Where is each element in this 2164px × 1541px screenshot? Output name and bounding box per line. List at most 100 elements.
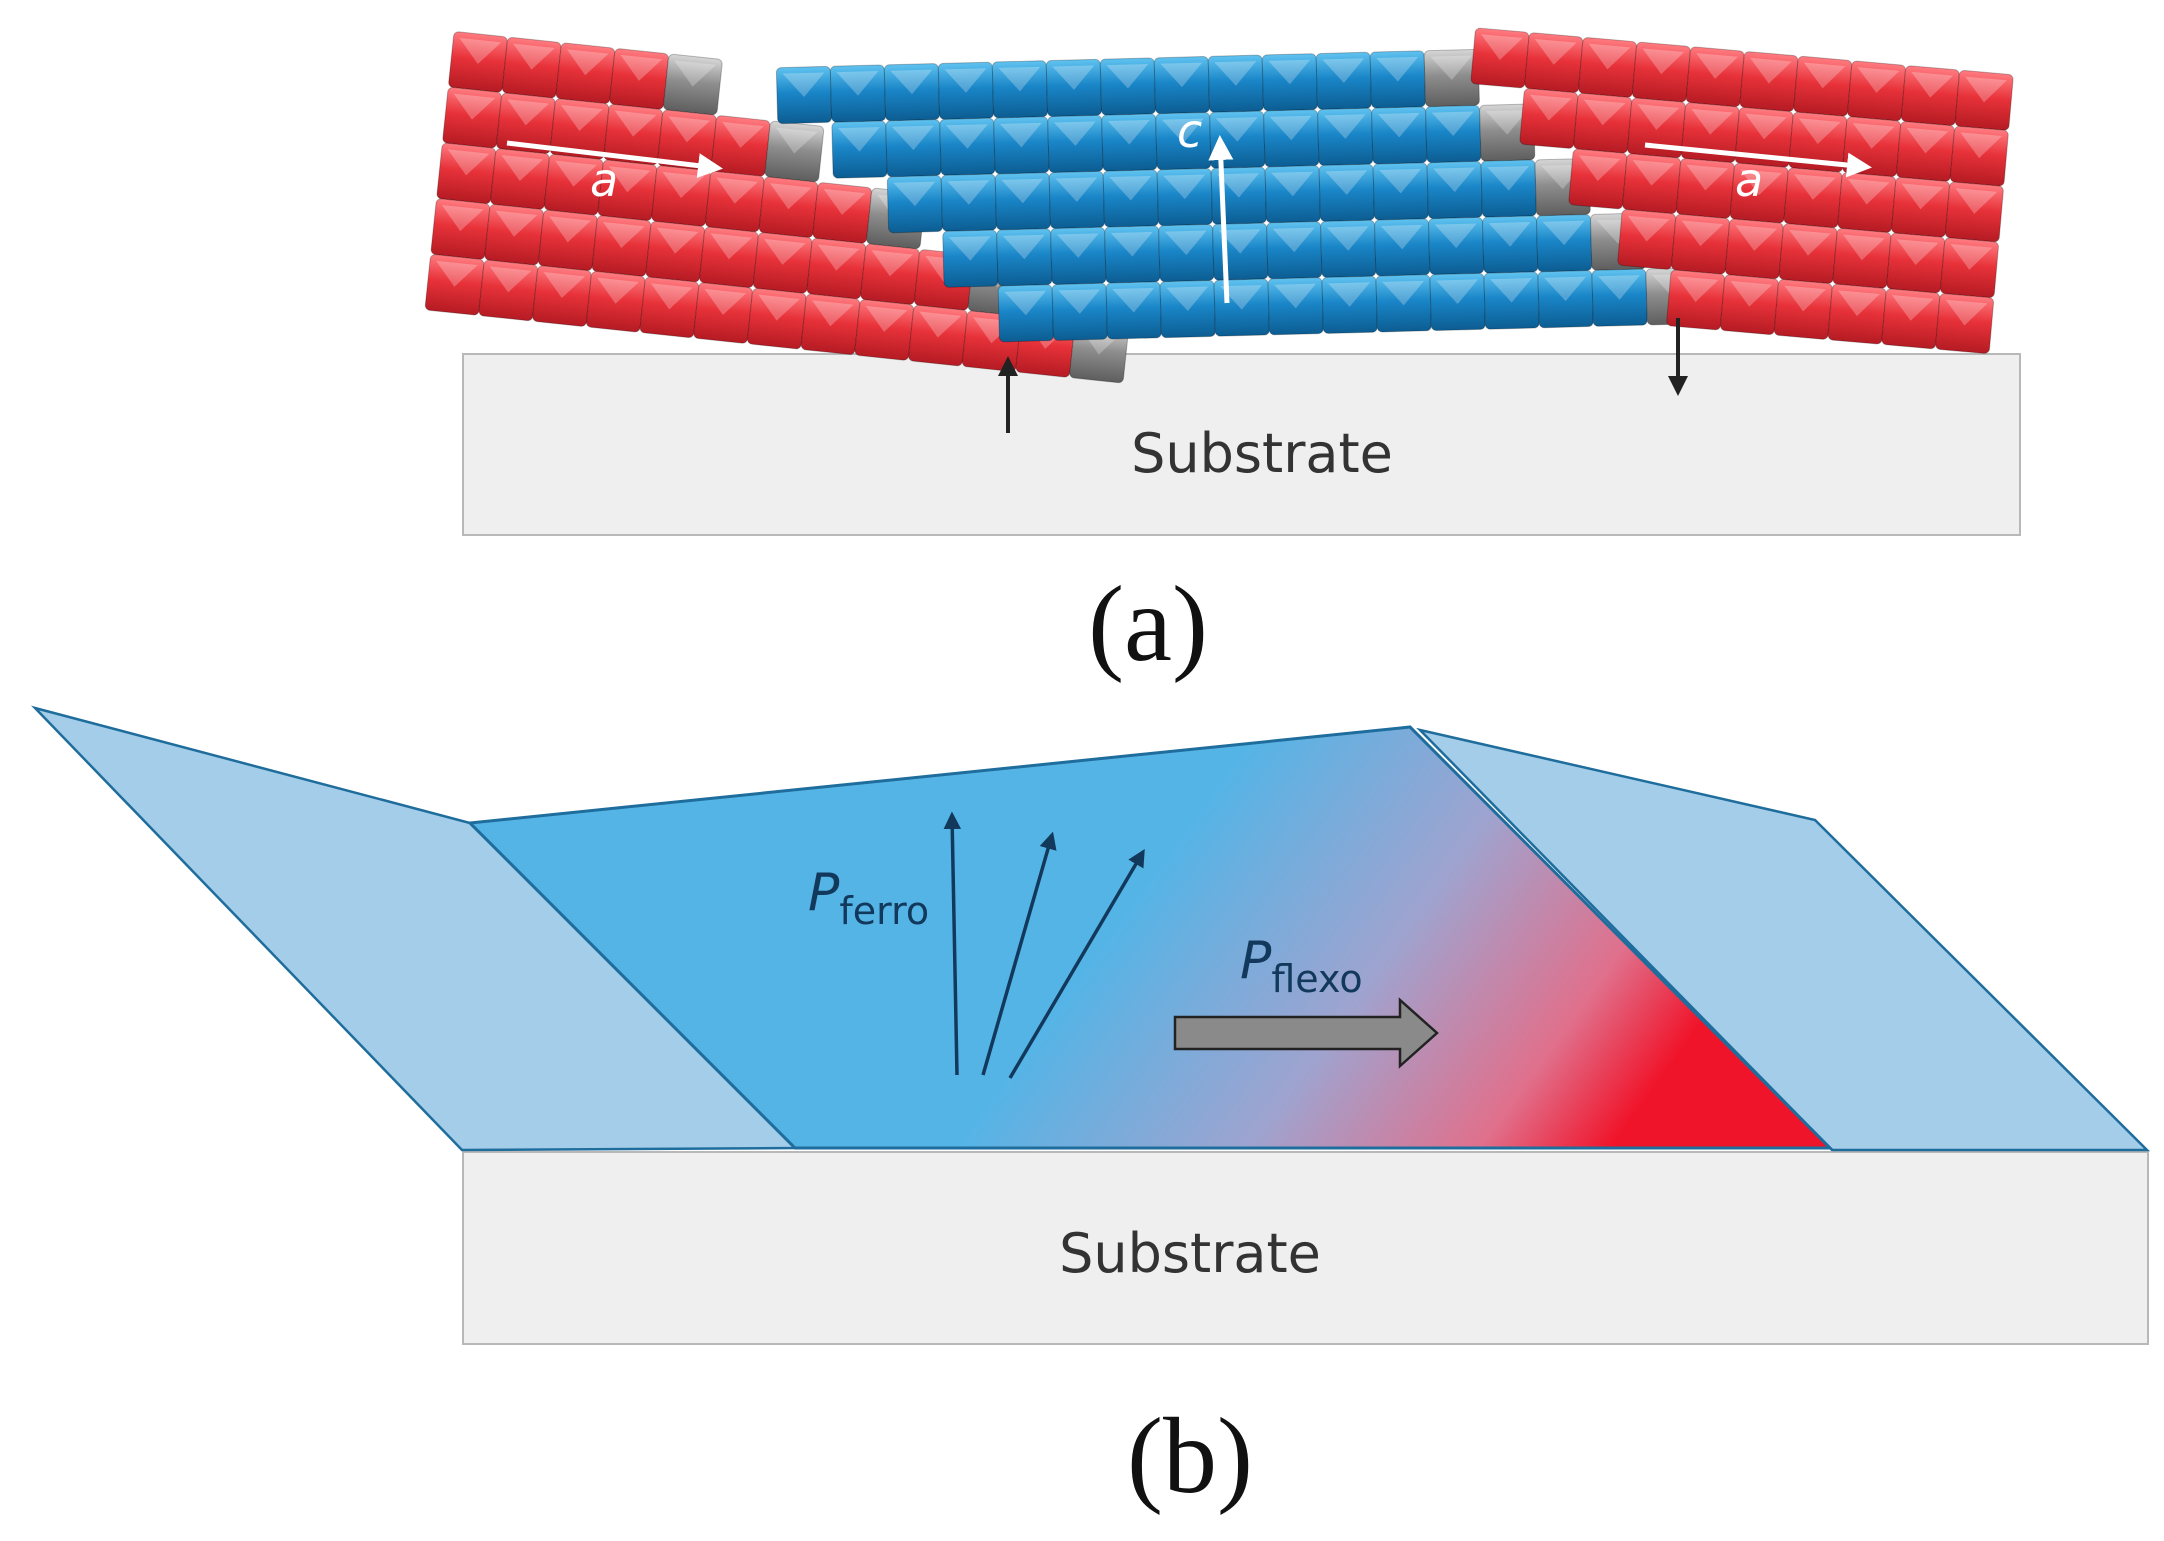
panel-b-label: (b) [1127,1397,1253,1516]
p-flexo-sub: flexo [1271,957,1362,1001]
c-domain-cell-highlight [1379,168,1422,194]
a-domain-right-cell [1935,293,1995,354]
c-domain-cell-highlight [1160,62,1203,88]
domain-wall-right-cell-highlight [1485,110,1528,135]
a-domain-left-cell-highlight [459,37,502,64]
c-domain-cell-highlight [1112,287,1155,313]
domain-wall-right-cell-highlight [1430,55,1473,81]
a-domain-right-cell-highlight [1950,243,1993,270]
substrate-b [462,1151,2149,1345]
a-domain-right-cell-highlight [1632,159,1675,186]
a-domain-left-cell-highlight [507,99,550,126]
a-domain-left-cell-highlight [650,283,693,310]
a-domain-right-cell-highlight [1901,183,1944,210]
c-domain-cell-highlight [1434,223,1477,248]
a-arrow-left [506,140,723,179]
c-domain-cell-highlight [1274,283,1317,309]
a-domain-right-cell-highlight [1965,76,2007,103]
c-domain-cell-highlight [1217,173,1260,198]
a-domain-right-cell-highlight [1627,215,1670,242]
c-domain-cell-highlight [1166,286,1209,312]
a-label-right: a [1735,153,1763,207]
a-domain-right-cell-highlight [1735,225,1778,251]
a-domain-left-cell-highlight [722,121,764,148]
substrate-a-label: Substrate [1131,422,1393,485]
c-domain-cell-highlight [1053,121,1096,146]
p-flexo-label: Pflexo [1240,931,1363,1001]
p-flexo-arrow [1173,997,1439,1069]
a-domain-left-cell-highlight [549,216,592,243]
c-domain-cell-highlight [1268,59,1311,85]
a-domain-right-cell-highlight [1960,132,2003,159]
a-domain-left-cell [693,282,753,344]
panel-a-label: (a) [1088,565,1208,684]
a-domain-left-cell-highlight [919,311,962,338]
c-domain-cell-highlight [1487,166,1530,191]
c-domain-cell-highlight [1328,282,1371,307]
a-domain-left-cell-highlight [495,210,538,237]
c-domain-cell-highlight [1380,224,1423,250]
c-domain-cell-highlight [1058,289,1101,314]
a-domain-left-cell-highlight [662,171,705,198]
c-domain-cell-highlight [1214,61,1257,86]
c-domain-cell-highlight [890,69,933,95]
a-domain-right-cell-highlight [1480,34,1523,60]
c-domain-cell-highlight [1107,119,1150,145]
p-ferro-arrow-2 [981,831,1057,1076]
c-domain-cell-highlight [837,127,880,152]
a-domain-right-cell-highlight [1745,113,1787,140]
c-domain-cell-highlight [1052,65,1095,90]
a-domain-left-cell-highlight [764,238,806,265]
a-domain-right-cell-highlight [1891,295,1934,321]
c-domain-cell-highlight [1109,175,1152,201]
a-domain-right-cell-highlight [1838,290,1880,317]
a-domain-left-cell-highlight [656,227,699,254]
substrate-a [462,353,2021,536]
p-ferro-main: P [808,863,840,923]
a-domain-left-cell-highlight [453,93,496,120]
c-domain-cell-highlight [1325,170,1368,195]
a-domain-right-cell-highlight [1681,220,1724,247]
c-domain-cell [1375,274,1432,333]
a-domain-left-cell-highlight [555,160,597,187]
c-domain-cell-highlight [998,66,1041,92]
a-domain-right-cell-highlight [1637,104,1680,130]
a-domain-left-cell-highlight [597,277,639,304]
a-domain-right-cell-highlight [1842,234,1885,261]
p-flexo-main: P [1240,931,1272,991]
c-domain-cell-highlight [1001,178,1044,204]
a-domain-right-cell-highlight [1896,239,1939,266]
c-domain-cell-highlight [1161,118,1204,144]
c-domain-cell-highlight [947,180,990,205]
a-domain-right-cell-highlight [1588,43,1631,70]
a-domain-left-cell-highlight [560,104,603,131]
a-domain-right-cell-highlight [1578,155,1621,181]
a-domain-left-cell-highlight [865,305,908,332]
c-domain-cell-highlight [891,125,934,151]
a-domain-left-cell-highlight [614,110,657,137]
a-domain-right-cell-highlight [1798,118,1841,145]
a-domain-left-cell-highlight [489,266,532,293]
c-domain-cell-highlight [1271,171,1314,197]
a-domain-left-cell-highlight [817,244,860,271]
c-domain-cell-highlight [1269,115,1312,141]
a-domain-left-cell-highlight [441,205,484,232]
c-domain-cell [1105,281,1162,340]
a-domain-left-cell [854,299,915,361]
domain-wall-left-cell-highlight [775,127,818,154]
c-domain-cell-highlight [1004,290,1047,316]
c-domain-cell-highlight [1542,220,1585,246]
a-domain-left-cell-highlight [704,288,747,315]
c-domain-cell-highlight [1598,275,1641,300]
c-domain-cell-highlight [1431,111,1474,137]
a-domain-right-cell-highlight [1789,229,1831,256]
c-domain-cell-highlight [1322,58,1365,83]
a-domain-left-cell-highlight [543,271,586,299]
a-domain-right-cell-highlight [1794,174,1836,200]
domain-wall-left-cell-highlight [674,60,717,87]
c-domain-cell-highlight [1106,63,1149,89]
c-domain-cell [1156,167,1213,227]
a-domain-right-cell-highlight [1642,48,1685,75]
a-domain-left-cell-highlight [769,183,812,210]
c-domain-cell-highlight [999,122,1042,148]
